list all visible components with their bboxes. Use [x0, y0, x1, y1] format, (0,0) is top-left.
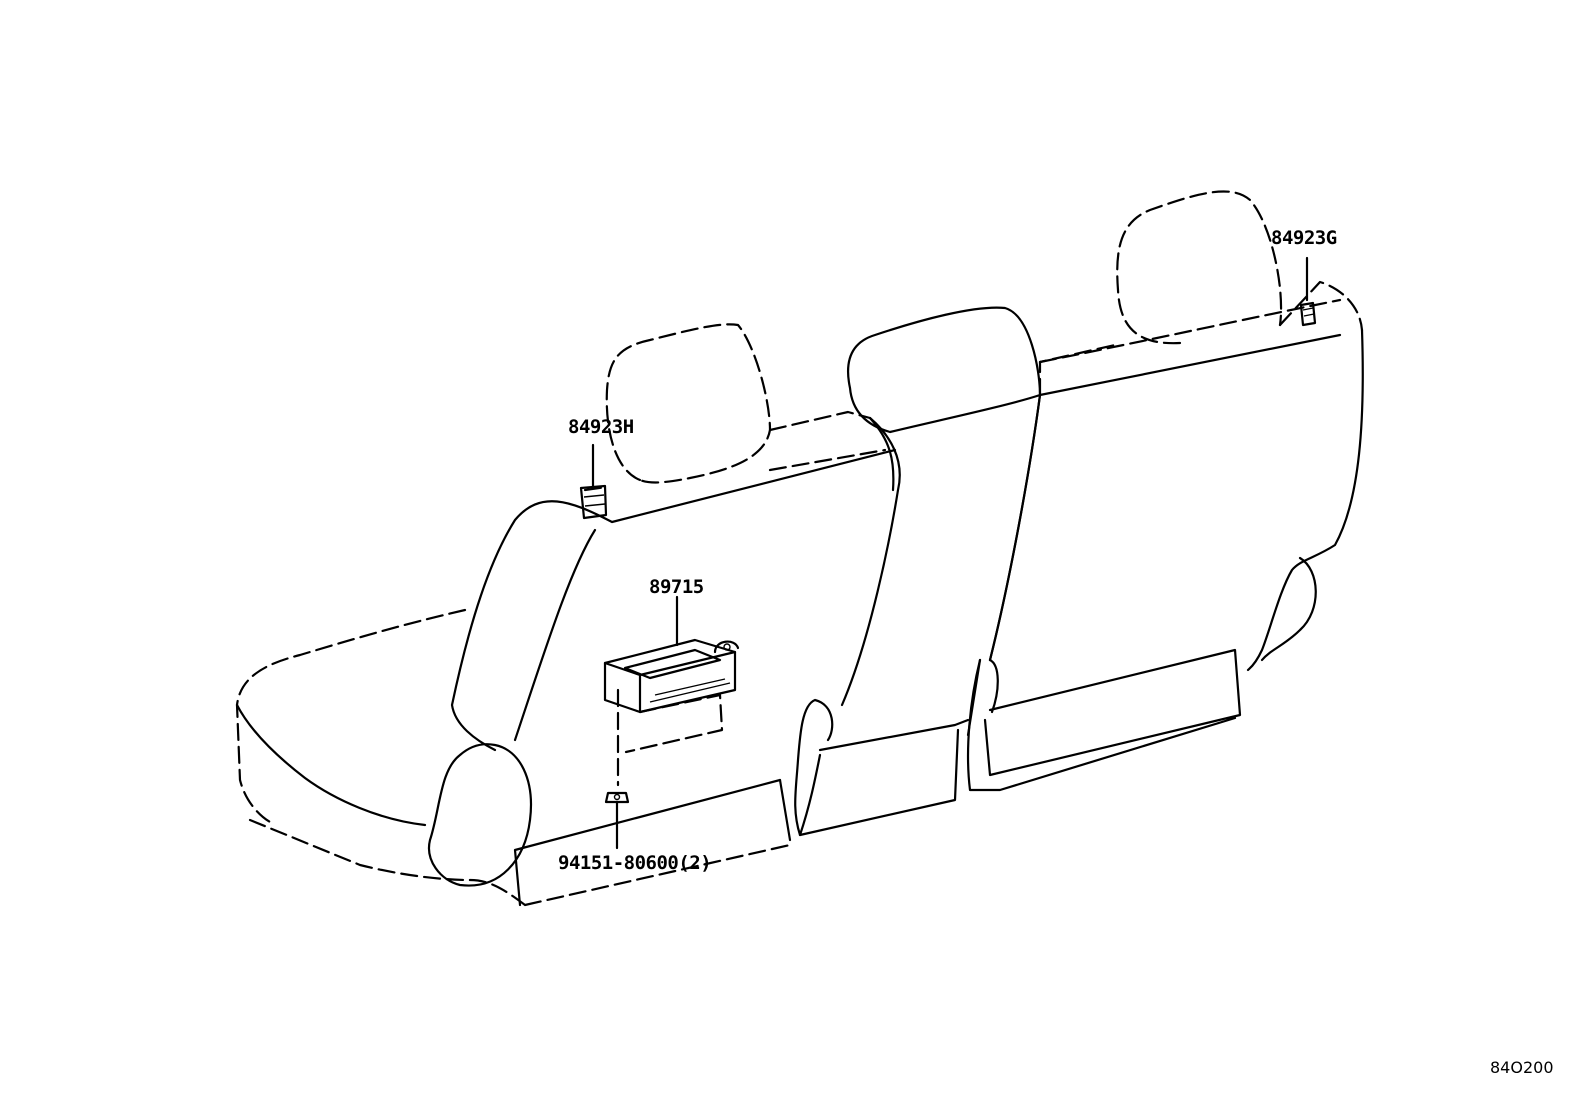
callout-94151-80600: 94151-80600(2)	[558, 852, 712, 874]
callout-89715: 89715	[649, 576, 704, 598]
left-seatback	[450, 416, 897, 752]
diagram-code: 84O200	[1490, 1058, 1554, 1077]
right-seatback-top	[1038, 280, 1364, 397]
right-side-bolster	[1260, 556, 1317, 662]
clip-84923h	[579, 443, 608, 520]
left-headrest	[605, 323, 772, 484]
center-cushion	[778, 658, 982, 842]
left-cushion-top	[235, 608, 792, 907]
right-cushion	[966, 648, 1242, 792]
seat-cover-line	[1038, 298, 1342, 364]
center-headrest	[846, 306, 1042, 434]
left-side-bolster	[427, 743, 533, 887]
center-side-bolster	[794, 698, 834, 837]
center-seatback	[840, 393, 1042, 707]
callout-84923h: 84923H	[568, 416, 634, 438]
fastener-94151	[604, 791, 630, 850]
clip-84923g	[1299, 256, 1317, 327]
callout-84923g: 84923G	[1271, 227, 1337, 249]
right-headrest	[1116, 190, 1283, 345]
left-seatback-top	[583, 410, 887, 492]
right-seatback	[988, 328, 1364, 672]
module-89715	[603, 595, 740, 787]
